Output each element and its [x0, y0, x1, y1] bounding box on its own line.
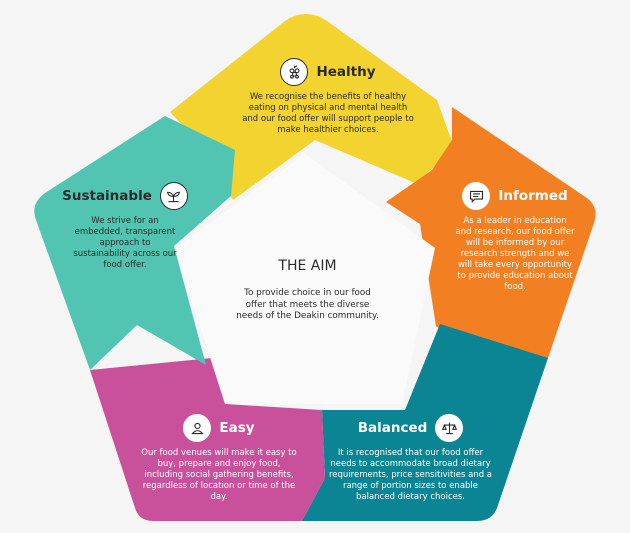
- segment-sustainable: Sustainable We strive for an embedded, t…: [60, 182, 190, 271]
- segment-healthy-text: We recognise the benefits of healthy eat…: [242, 92, 414, 135]
- segment-balanced-shape: [302, 324, 548, 521]
- segment-easy-title: Easy: [219, 420, 255, 436]
- segment-informed-shape: [386, 107, 596, 358]
- segment-balanced-text: It is recognised that our food offer nee…: [328, 448, 492, 502]
- segment-sustainable-shape: [34, 116, 236, 370]
- segment-healthy: Healthy We recognise the benefits of hea…: [240, 58, 416, 136]
- person-icon: [183, 414, 212, 442]
- center-aim: THE AIM To provide choice in our food of…: [235, 258, 380, 323]
- segment-informed-text: As a leader in education and research, o…: [455, 216, 575, 292]
- center-pentagon: [175, 154, 435, 404]
- segment-balanced-title: Balanced: [357, 420, 428, 436]
- segment-balanced: Balanced It is recognised that our food …: [328, 414, 493, 503]
- segment-healthy-shape: [170, 14, 455, 200]
- segment-easy: Easy Our food venues will make it easy t…: [140, 414, 298, 503]
- scales-icon: [435, 414, 464, 442]
- segment-informed-title: Informed: [498, 188, 568, 204]
- center-title: THE AIM: [278, 258, 337, 274]
- segment-easy-shape: [90, 358, 325, 521]
- center-text: To provide choice in our food offer that…: [236, 288, 379, 321]
- speech-bubble-icon: [462, 182, 491, 210]
- sprout-icon: [159, 182, 188, 210]
- segment-healthy-title: Healthy: [316, 64, 376, 80]
- segment-sustainable-title: Sustainable: [62, 188, 152, 204]
- segment-informed: Informed As a leader in education and re…: [455, 182, 575, 293]
- grapes-icon: [280, 58, 309, 86]
- segment-sustainable-text: We strive for an embedded, transparent a…: [73, 216, 177, 270]
- segment-easy-text: Our food venues will make it easy to buy…: [141, 448, 297, 502]
